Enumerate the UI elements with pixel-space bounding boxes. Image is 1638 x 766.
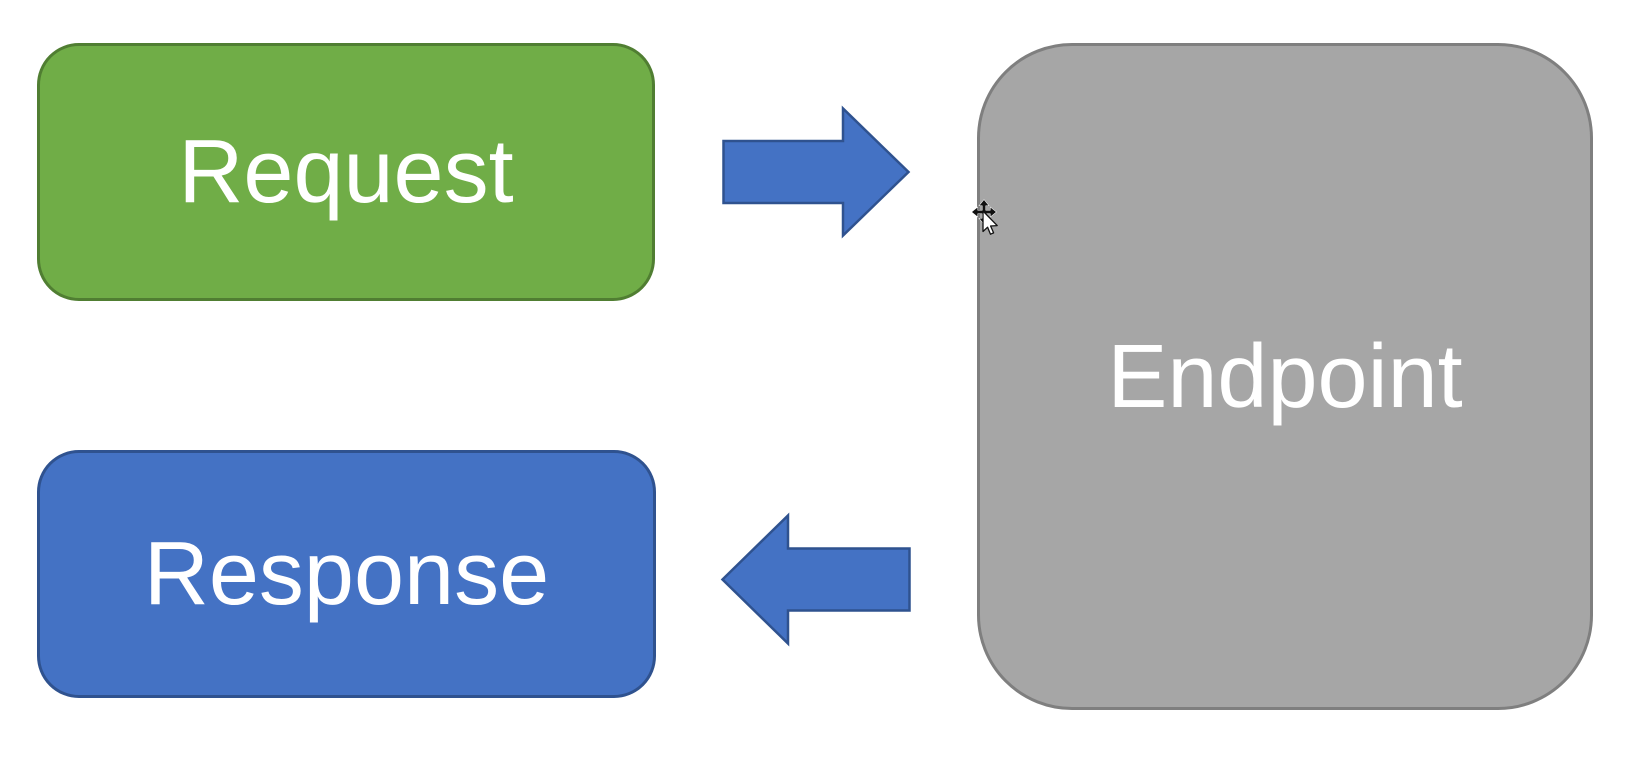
response-label: Response [143,524,550,624]
request-label: Request [178,122,514,222]
block-arrow-left-icon[interactable] [720,512,911,647]
endpoint-label: Endpoint [1107,326,1463,427]
request-shape[interactable]: Request [37,43,655,301]
endpoint-shape[interactable]: Endpoint [977,43,1593,710]
block-arrow-right-body [722,105,911,239]
response-shape[interactable]: Response [37,450,656,698]
block-arrow-left-body [720,512,911,647]
block-arrow-right-icon[interactable] [722,105,911,239]
